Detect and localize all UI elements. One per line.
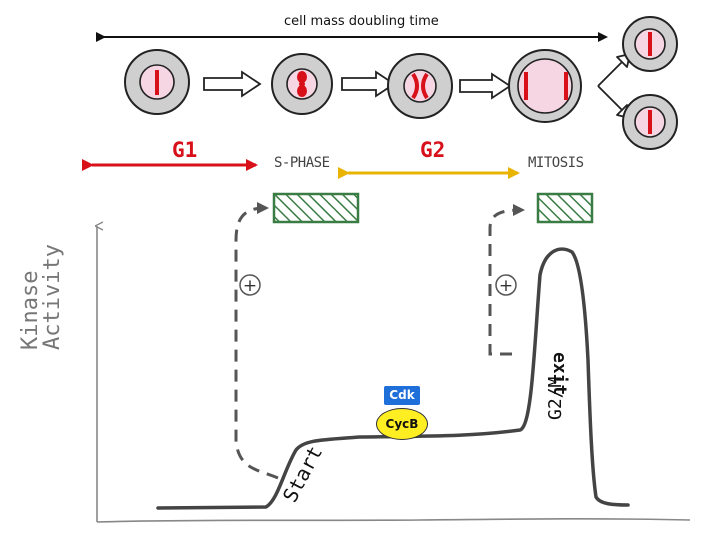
cell-mitosis xyxy=(508,49,582,123)
progression-arrow-3 xyxy=(459,72,512,100)
plus-marker-start: + xyxy=(239,274,261,296)
kinase-activity-curve xyxy=(156,247,630,510)
s-phase-label: S-PHASE xyxy=(274,155,330,171)
y-axis-label-line-1: Kinase xyxy=(18,270,43,350)
progression-arrow-1 xyxy=(203,70,262,98)
y-axis-label-line-2: Activity xyxy=(40,244,65,350)
division-arrows xyxy=(597,53,631,119)
cell-g2 xyxy=(387,53,453,119)
daughter-cell-top xyxy=(622,16,678,72)
x-axis xyxy=(96,518,691,523)
doubling-time-label: cell mass doubling time xyxy=(284,14,439,29)
svg-text:+: + xyxy=(499,276,513,296)
progression-arrow-2 xyxy=(341,70,396,98)
start-feedback-arrow xyxy=(234,202,279,480)
s-phase-box xyxy=(272,192,360,224)
svg-text:+: + xyxy=(243,276,257,296)
daughter-cell-bottom xyxy=(622,94,678,150)
g1-label: G1 xyxy=(172,138,198,162)
cell-s-phase xyxy=(271,53,333,115)
cell-g1 xyxy=(124,49,190,115)
y-axis-label: Kinase Activity xyxy=(18,244,65,350)
mitosis-label: MITOSIS xyxy=(528,155,584,171)
plus-marker-g2m: + xyxy=(495,274,517,296)
g2-label: G2 xyxy=(420,138,446,162)
mitosis-box xyxy=(536,192,594,224)
cycb-badge: CycB xyxy=(376,408,428,440)
cdk-badge: Cdk xyxy=(384,386,420,405)
g2m-feedback-arrow xyxy=(488,204,525,356)
g2m-label: G2/M xyxy=(545,376,566,420)
